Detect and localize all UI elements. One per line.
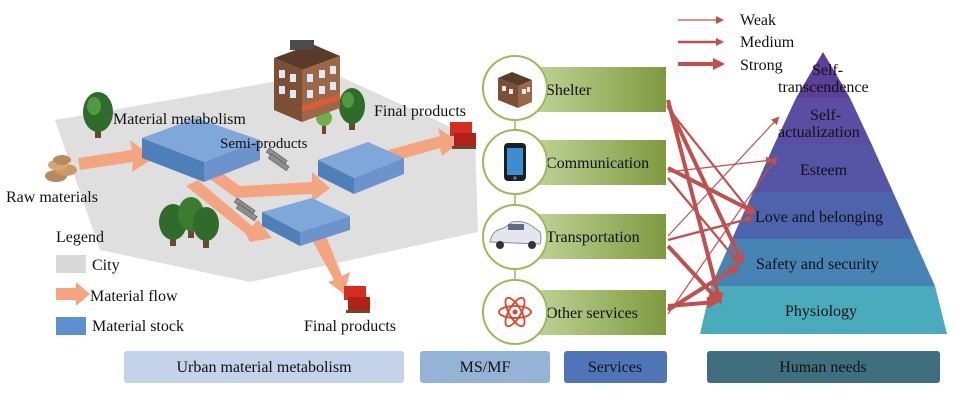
material-flow-arrows [78, 128, 460, 294]
category-bar-urban: Urban material metabolism [124, 351, 404, 383]
pyramid-level-safety [711, 239, 935, 286]
legend-city-label: City [92, 257, 120, 274]
link-communication-safety [667, 177, 740, 264]
need-self-transcendence-l1: Self- [812, 62, 843, 79]
legend-stock-swatch [56, 317, 86, 335]
service-label: Shelter [546, 82, 592, 99]
pyramid-level-self-transcendence [810, 52, 836, 74]
tree-icon [339, 88, 365, 130]
category-bar-services: Services [564, 351, 667, 383]
pyramid-level-self-transcendence [796, 74, 850, 98]
needs-pyramid [700, 52, 947, 334]
car-icon [482, 204, 548, 270]
need-self-transcendence-l2: transcendence [778, 79, 869, 96]
link-shelter-physiology [666, 99, 724, 305]
building-icon [274, 40, 340, 122]
need-self-actualization-l1: Self- [810, 107, 841, 124]
service-box-other: Other services [528, 290, 666, 335]
pyramid-level-esteem [753, 145, 893, 192]
material-stock-blocks [142, 118, 404, 246]
link-communication-esteem [667, 156, 774, 173]
strong-label: Strong [740, 57, 783, 74]
pyramid-level-self-actualization [774, 98, 872, 145]
service-box-communication: Communication [528, 140, 666, 185]
link-transportation-love [667, 215, 754, 242]
semi-products-label: Semi-products [220, 136, 308, 152]
need-safety: Safety and security [756, 256, 879, 273]
link-shelter-safety [666, 104, 744, 265]
sacks-icon [45, 155, 77, 182]
material-metabolism-label: Material metabolism [113, 111, 246, 128]
pyramid-level-love [732, 192, 914, 239]
final-products-top-label: Final products [374, 103, 466, 120]
pyramid-level-physiology [700, 286, 947, 334]
weak-label: Weak [740, 12, 776, 29]
service-box-shelter: Shelter [528, 67, 666, 112]
link-transportation-physiology [666, 244, 721, 303]
legend-stock-label: Material stock [92, 318, 184, 335]
raw-materials-label: Raw materials [6, 189, 98, 206]
category-msmf-label: MS/MF [460, 359, 511, 376]
building-icon [482, 55, 548, 121]
service-label: Communication [546, 155, 649, 172]
medium-label: Medium [740, 34, 795, 51]
phone-icon [482, 129, 548, 195]
need-esteem: Esteem [800, 162, 848, 179]
strength-legend [678, 16, 725, 70]
tree-cluster-icon [159, 197, 219, 248]
link-other-safety [666, 264, 741, 312]
link-other-esteem [667, 156, 778, 315]
metal-rolls-icon [233, 147, 290, 222]
legend-flow-label: Material flow [90, 288, 178, 305]
service-label: Other services [546, 305, 638, 322]
category-services-label: Services [588, 359, 642, 376]
need-physiology: Physiology [785, 303, 857, 320]
category-human-needs-label: Human needs [779, 359, 867, 376]
service-need-links [666, 99, 780, 315]
legend-title: Legend [56, 229, 104, 246]
legend-city-swatch [56, 255, 86, 273]
service-label: Transportation [546, 229, 640, 246]
product-boxes-icon [450, 122, 476, 149]
need-self-actualization-l2: actualization [778, 124, 860, 141]
legend: Legend City Material flow Material stock [56, 229, 184, 335]
link-shelter-love [667, 107, 754, 216]
service-box-transportation: Transportation [528, 214, 666, 259]
atom-icon [482, 279, 548, 345]
product-boxes-icon [344, 286, 370, 313]
category-urban-label: Urban material metabolism [176, 359, 352, 376]
category-bar-human-needs: Human needs [707, 351, 940, 383]
tree-icon [83, 92, 113, 138]
final-products-bottom-label: Final products [304, 318, 396, 335]
category-bar-msmf: MS/MF [420, 351, 550, 383]
link-transportation-self-actualization [667, 116, 780, 237]
legend-flow-swatch [56, 282, 90, 306]
need-love: Love and belonging [755, 209, 883, 226]
